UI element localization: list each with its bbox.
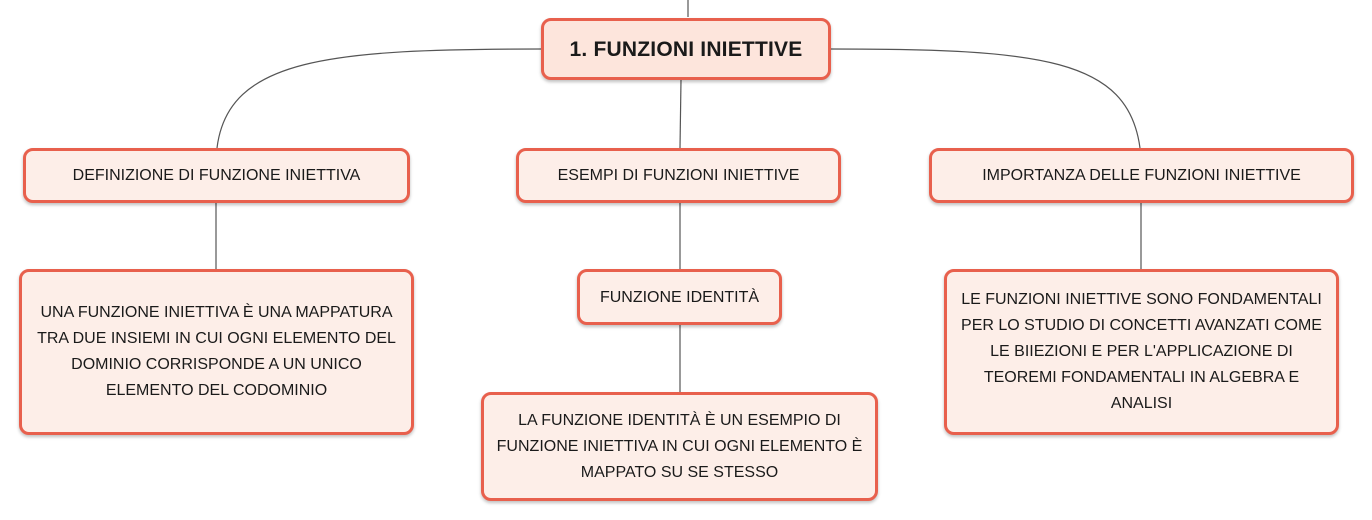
connector-root-to-esempi: [679, 79, 682, 149]
sub-node-funzione-identita-label: FUNZIONE IDENTITÀ: [599, 288, 760, 306]
branch-node-esempi-label: ESEMPI DI FUNZIONI INIETTIVE: [557, 167, 800, 184]
branch-node-definizione-label: DEFINIZIONE DI FUNZIONE INIETTIVA: [72, 167, 361, 184]
connector-root-to-importanza: [829, 48, 1141, 149]
connector-root-to-definizione: [216, 48, 542, 149]
detail-node-identita[interactable]: LA FUNZIONE IDENTITÀ È UN ESEMPIO DI FUN…: [481, 392, 878, 501]
root-node[interactable]: 1. FUNZIONI INIETTIVE: [541, 18, 831, 80]
sub-node-funzione-identita[interactable]: FUNZIONE IDENTITÀ: [577, 269, 782, 325]
root-node-label: 1. FUNZIONI INIETTIVE: [569, 37, 803, 61]
branch-node-esempi[interactable]: ESEMPI DI FUNZIONI INIETTIVE: [516, 148, 841, 203]
detail-node-definizione-text: UNA FUNZIONE INIETTIVA È UNA MAPPATURA T…: [37, 304, 396, 399]
detail-node-importanza-text: LE FUNZIONI INIETTIVE SONO FONDAMENTALI …: [961, 291, 1322, 412]
detail-node-definizione[interactable]: UNA FUNZIONE INIETTIVA È UNA MAPPATURA T…: [19, 269, 414, 435]
detail-node-identita-text: LA FUNZIONE IDENTITÀ È UN ESEMPIO DI FUN…: [496, 411, 863, 481]
branch-node-importanza-label: IMPORTANZA DELLE FUNZIONI INIETTIVE: [982, 167, 1301, 184]
detail-node-importanza[interactable]: LE FUNZIONI INIETTIVE SONO FONDAMENTALI …: [944, 269, 1339, 435]
branch-node-importanza[interactable]: IMPORTANZA DELLE FUNZIONI INIETTIVE: [929, 148, 1354, 203]
branch-node-definizione[interactable]: DEFINIZIONE DI FUNZIONE INIETTIVA: [23, 148, 410, 203]
